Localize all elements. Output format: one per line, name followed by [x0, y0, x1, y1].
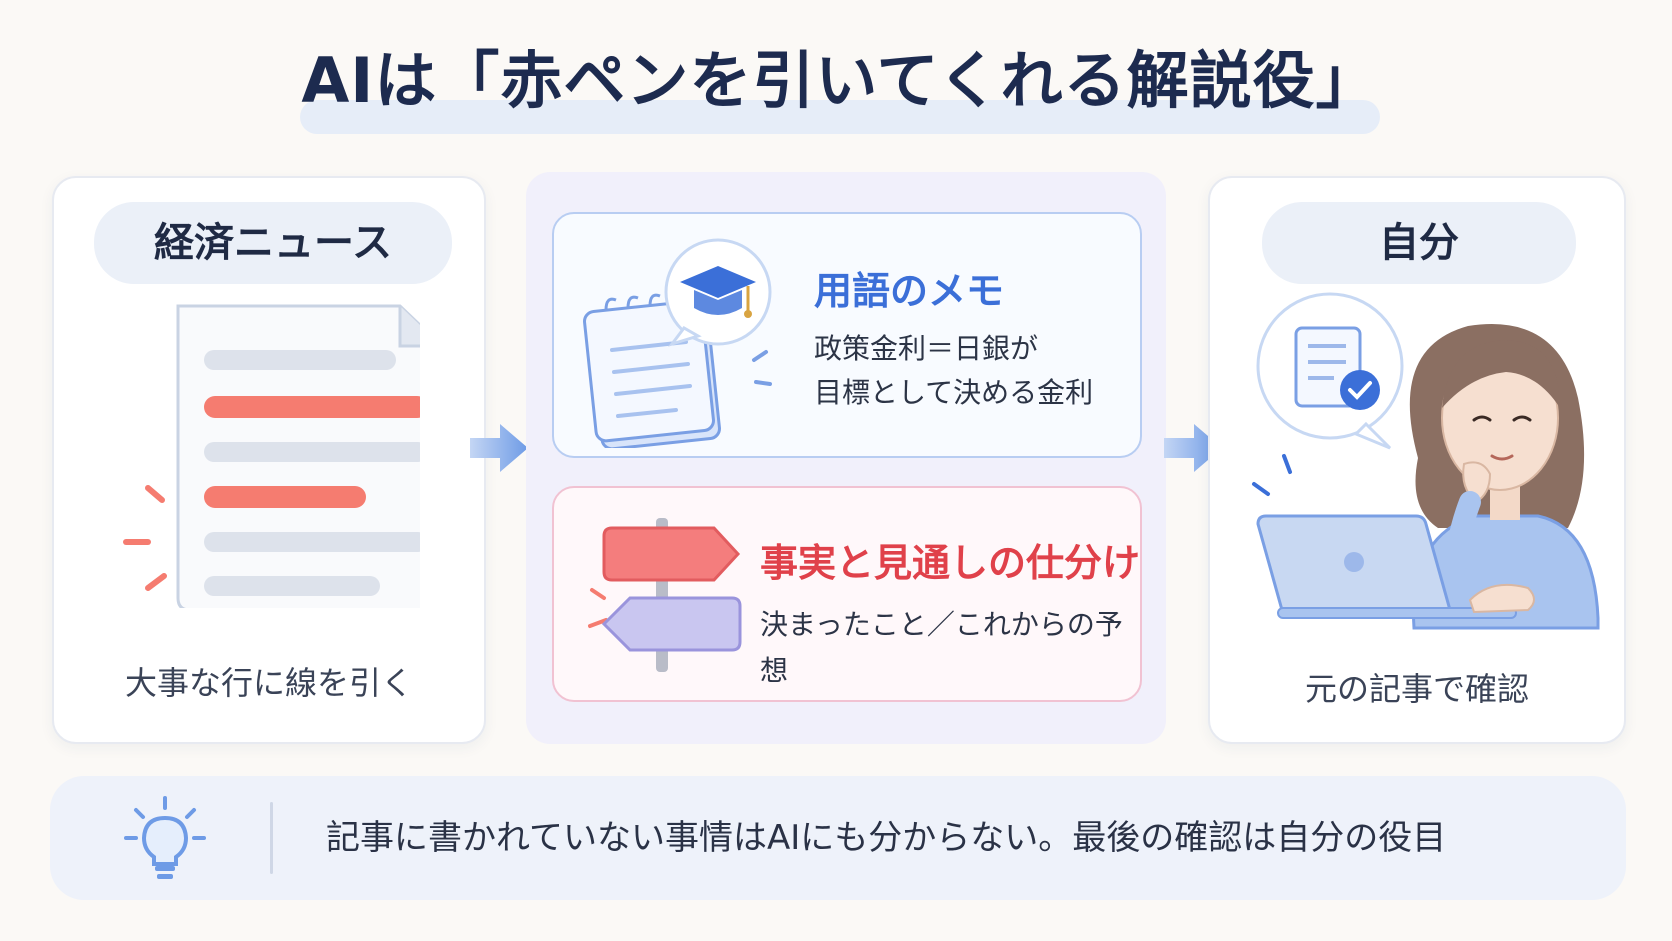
- news-label: 経済ニュース: [94, 202, 452, 284]
- footer-text: 記事に書かれていない事情はAIにも分からない。最後の確認は自分の役目: [326, 818, 1447, 858]
- glossary-card: 用語のメモ 政策金利＝日銀が 目標として決める金利: [552, 212, 1142, 458]
- title-underline-band: [300, 100, 1380, 134]
- document-icon: [123, 304, 420, 608]
- news-caption: 大事な行に線を引く: [124, 664, 413, 702]
- self-panel: 自分 元の記事で確認: [1208, 176, 1626, 744]
- glossary-line-2: 目標として決める金利: [814, 376, 1094, 409]
- glossary-title: 用語のメモ: [814, 269, 1005, 313]
- arrow-right-icon: [1164, 424, 1222, 472]
- arrow-right-icon: [470, 424, 528, 472]
- notebook-graduation-cap-icon: [583, 238, 772, 448]
- title-area: AIは「赤ペンを引いてくれる解説役」: [300, 38, 1380, 138]
- fact-forecast-card: 事実と見通しの仕分け 決まったこと／これからの予想: [552, 486, 1142, 702]
- ai-explainer-panel: 用語のメモ 政策金利＝日銀が 目標として決める金利 事実と見通しの仕分け 決まっ…: [526, 172, 1166, 744]
- footer-note: 記事に書かれていない事情はAIにも分からない。最後の確認は自分の役目: [50, 776, 1626, 900]
- person-laptop-icon: [1252, 292, 1600, 630]
- fact-forecast-title: 事実と見通しの仕分け: [760, 541, 1141, 585]
- lightbulb-icon: [124, 796, 206, 879]
- news-panel: 経済ニュース 大事な行に線を引く: [52, 176, 486, 744]
- fact-forecast-text: 決まったこと／これからの予想: [760, 608, 1123, 687]
- signpost-icon: [588, 518, 742, 672]
- page-title: AIは「赤ペンを引いてくれる解説役」: [301, 44, 1379, 117]
- footer-divider: [270, 802, 273, 874]
- self-caption: 元の記事で確認: [1304, 670, 1529, 708]
- self-label: 自分: [1262, 202, 1576, 284]
- glossary-line-1: 政策金利＝日銀が: [814, 332, 1039, 365]
